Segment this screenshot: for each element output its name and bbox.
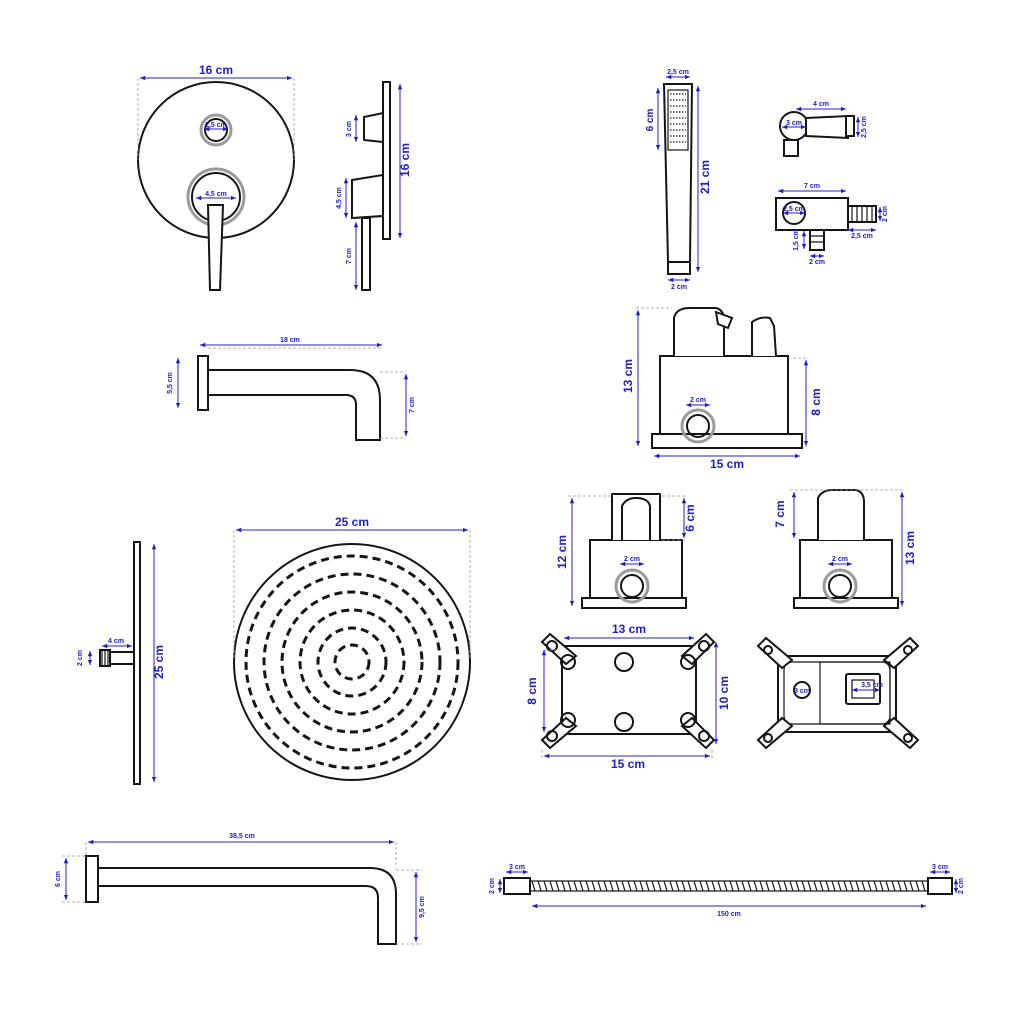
rain-shower-head: 25 cm <box>233 515 471 781</box>
small-a-height-label: 12 cm <box>555 535 569 569</box>
hand-shower: 2,5 cm 6 cm 21 cm 2 cm <box>645 69 712 291</box>
mounting-frame-plate: 13 cm 8 cm 10 cm 15 cm <box>525 622 731 771</box>
outlet-right-length-label: 2,5 cm <box>851 233 873 240</box>
hose-left-nut-label: 3 cm <box>509 864 525 871</box>
mixer-box-main: 13 cm 8 cm 2 cm 15 cm <box>621 307 823 471</box>
mixer-lever-hole-label: 4,5 cm <box>205 191 227 198</box>
frame-top-width-label: 13 cm <box>612 622 646 636</box>
frame-right-height-label: 10 cm <box>717 676 731 710</box>
box-port-label: 2 cm <box>690 397 706 404</box>
hose-right-dia-label: 2 cm <box>958 878 965 894</box>
holder-width-label: 4 cm <box>813 101 829 108</box>
mixer-side-middle-label: 4,5 cm <box>336 187 343 209</box>
shower-hose: 3 cm 3 cm 2 cm 2 cm 150 cm <box>489 864 965 918</box>
arm-length-label: 38,5 cm <box>229 833 255 840</box>
spout-drop-label: 7 cm <box>409 397 416 413</box>
small-b-port-label: 2 cm <box>832 556 848 563</box>
mixer-plate-front: 16 cm 2,5 cm 4,5 cm <box>137 63 295 291</box>
holder-round-label: 3 cm <box>786 120 802 127</box>
outlet-length-label: 7 cm <box>804 183 820 190</box>
shower-arm: 38,5 cm 6 cm 9,5 cm <box>55 833 426 945</box>
mixer-width-label: 16 cm <box>199 63 233 77</box>
small-a-port-label: 2 cm <box>624 556 640 563</box>
arm-side-depth-label: 4 cm <box>108 638 124 645</box>
mixer-box-small-b: 7 cm 13 cm 2 cm <box>773 489 917 609</box>
rain-diameter-label: 25 cm <box>335 515 369 529</box>
mounting-frame-box: 3 cm 3,5 cm <box>756 636 920 750</box>
small-a-top-label: 6 cm <box>683 504 697 531</box>
frame-left-height-label: 8 cm <box>525 677 539 704</box>
spout-plate-label: 5,5 cm <box>167 372 174 394</box>
hand-top-width-label: 2,5 cm <box>667 69 689 76</box>
mixer-side-upper-label: 3 cm <box>346 121 353 137</box>
small-b-top-label: 7 cm <box>773 500 787 527</box>
frame-bottom-width-label: 15 cm <box>611 757 645 771</box>
arm-side-height-label: 25 cm <box>152 645 166 679</box>
spout-length-label: 18 cm <box>280 337 300 344</box>
rain-shower-side: 25 cm 4 cm 2 cm <box>77 541 166 785</box>
outlet-right-small-label: 2 cm <box>882 206 889 222</box>
hand-bottom-width-label: 2 cm <box>671 284 687 291</box>
outlet-bottom-width-label: 2 cm <box>809 259 825 266</box>
box-body-height-label: 8 cm <box>809 388 823 415</box>
arm-plate-label: 6 cm <box>55 871 62 887</box>
hand-head-length-label: 6 cm <box>645 108 656 131</box>
hand-total-length-label: 21 cm <box>698 160 712 194</box>
bath-spout: 18 cm 5,5 cm 7 cm <box>167 337 416 441</box>
holder-height-label: 2,5 cm <box>861 116 868 138</box>
frame-box-right-square-label: 3,5 cm <box>861 682 883 689</box>
mixer-plate-side: 16 cm 3 cm 4,5 cm 7 cm <box>336 81 412 291</box>
wall-holder: 4 cm 3 cm 2,5 cm <box>779 101 868 157</box>
arm-drop-label: 9,5 cm <box>419 896 426 918</box>
mixer-top-hole-label: 2,5 cm <box>205 122 227 129</box>
hose-length-label: 150 cm <box>717 911 741 918</box>
outlet-bottom-small-label: 1,5 cm <box>793 229 800 251</box>
frame-box-left-hole-label: 3 cm <box>794 688 810 695</box>
mixer-box-small-a: 12 cm 6 cm 2 cm <box>555 493 697 609</box>
wall-outlet: 7 cm 2,5 cm 2 cm 1,5 cm 2 cm 2,5 cm <box>775 183 889 266</box>
mixer-side-height-label: 16 cm <box>398 143 412 177</box>
outlet-round-label: 2,5 cm <box>783 206 805 213</box>
box-height-label: 13 cm <box>621 359 635 393</box>
mixer-side-lever-label: 7 cm <box>346 248 353 264</box>
hose-right-nut-label: 3 cm <box>932 864 948 871</box>
arm-side-knob-label: 2 cm <box>77 650 84 666</box>
small-b-height-label: 13 cm <box>903 531 917 565</box>
box-width-label: 15 cm <box>710 457 744 471</box>
hose-left-dia-label: 2 cm <box>489 878 496 894</box>
